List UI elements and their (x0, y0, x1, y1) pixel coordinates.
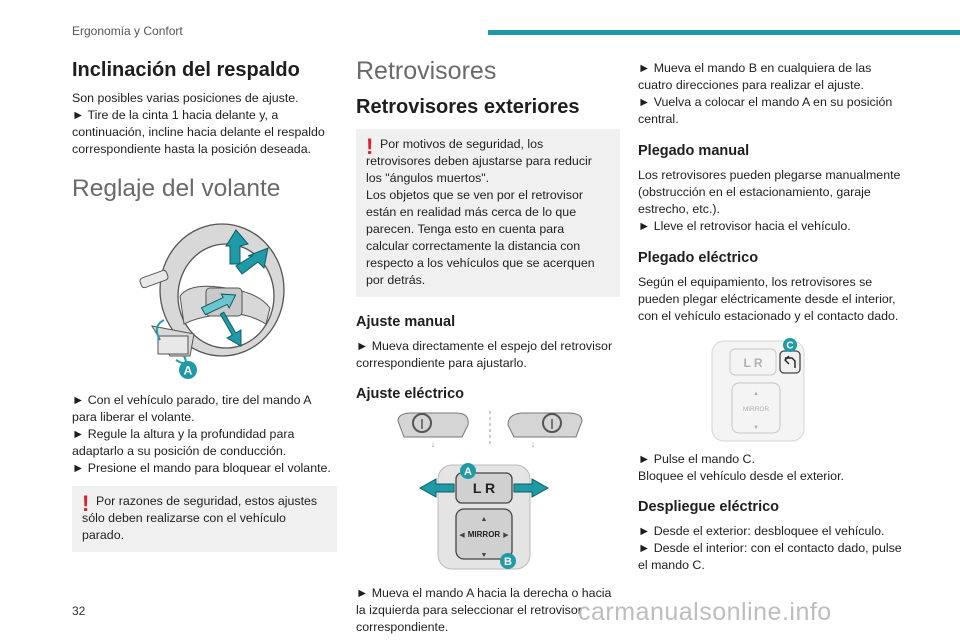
mirror-label-a: A (464, 466, 472, 478)
heading-plegado-manual: Plegado manual (638, 143, 750, 159)
heading-inclinacion-respaldo: Inclinación del respaldo (72, 59, 300, 81)
fold-lr-switch: L R (743, 356, 762, 370)
page-number: 32 (72, 604, 86, 618)
svg-text:▲: ▲ (481, 516, 488, 523)
volante-step-1: ► Con el vehículo parado, tire del mando… (72, 393, 311, 424)
steering-wheel-illustration: A (130, 216, 290, 380)
svg-text:▲: ▲ (753, 391, 759, 397)
svg-text:↓: ↓ (531, 439, 536, 449)
watermark: carmanualsonline.info (578, 598, 832, 626)
heading-reglaje-volante: Reglaje del volante (72, 175, 281, 202)
volante-label-a: A (184, 364, 193, 378)
header-accent-bar (488, 30, 960, 35)
svg-text:◀: ◀ (459, 532, 465, 539)
mirror-lr-switch: L R (473, 480, 495, 496)
warning-exclamation-icon: ! (366, 134, 374, 159)
fold-button-illustration: L R C ▲ ▼ MIRROR (706, 337, 812, 443)
warning-box-volante: ! Por razones de seguridad, estos ajuste… (72, 486, 337, 552)
svg-text:▶: ▶ (503, 532, 509, 539)
heading-despliegue-electrico: Despliegue eléctrico (638, 499, 780, 515)
bloquee-text: Bloquee el vehículo desde el exterior. (638, 469, 844, 483)
ajuste-step-a-central: ► Vuelva a colocar el mando A en su posi… (638, 95, 893, 126)
heading-retrovisores-exteriores: Retrovisores exteriores (356, 96, 580, 118)
heading-ajuste-electrico: Ajuste eléctrico (356, 386, 464, 402)
plegado-electrico-text: Según el equipamiento, los retrovisores … (638, 275, 899, 323)
volante-step-2: ► Regule la altura y la profundidad para… (72, 427, 295, 458)
mirror-label-text: MIRROR (468, 530, 501, 539)
respaldo-text-2: ► Tire de la cinta 1 hacia delante y, a … (72, 108, 325, 156)
mirror-label-b: B (504, 556, 512, 568)
ajuste-manual-text: ► Mueva directamente el espejo del retro… (356, 339, 613, 370)
column-3: ► Mueva el mando B en cualquiera de las … (638, 60, 904, 574)
column-2: Retrovisores Retrovisores exteriores ! P… (356, 56, 620, 636)
mirror-control-illustration: ↓ ↓ L R A ▲ ▼ MIRROR ◀ ▶ B (392, 411, 588, 575)
svg-text:↓: ↓ (431, 439, 436, 449)
warning-box-retrovisores: ! Por motivos de seguridad, los retrovis… (356, 129, 620, 297)
svg-text:▼: ▼ (753, 425, 759, 431)
heading-retrovisores: Retrovisores (356, 57, 497, 85)
svg-text:▼: ▼ (481, 552, 488, 559)
plegado-manual-step: ► Lleve el retrovisor hacia el vehículo. (638, 219, 851, 233)
heading-plegado-electrico: Plegado eléctrico (638, 250, 759, 266)
respaldo-text-1: Son posibles varias posiciones de ajuste… (72, 91, 299, 105)
section-header: Ergonomía y Confort (72, 24, 183, 38)
pulse-step: ► Pulse el mando C. (638, 452, 755, 466)
fold-mirror-label: MIRROR (743, 406, 770, 413)
warning-text-retrovisores: Por motivos de seguridad, los retrovisor… (366, 137, 595, 287)
column-1: Inclinación del respaldo Son posibles va… (72, 56, 337, 552)
ajuste-electrico-text: ► Mueva el mando A hacia la derecha o ha… (356, 586, 612, 634)
despliegue-step-2: ► Desde el interior: con el contacto dad… (638, 541, 902, 572)
ajuste-step-b: ► Mueva el mando B en cualquiera de las … (638, 61, 872, 92)
despliegue-step-1: ► Desde el exterior: desbloquee el vehíc… (638, 524, 885, 538)
warning-text-volante: Por razones de seguridad, estos ajustes … (82, 494, 318, 542)
warning-exclamation-icon: ! (82, 491, 90, 516)
fold-label-c: C (786, 341, 793, 352)
volante-step-3: ► Presione el mando para bloquear el vol… (72, 461, 331, 475)
heading-ajuste-manual: Ajuste manual (356, 314, 456, 330)
plegado-manual-text: Los retrovisores pueden plegarse manualm… (638, 168, 901, 216)
